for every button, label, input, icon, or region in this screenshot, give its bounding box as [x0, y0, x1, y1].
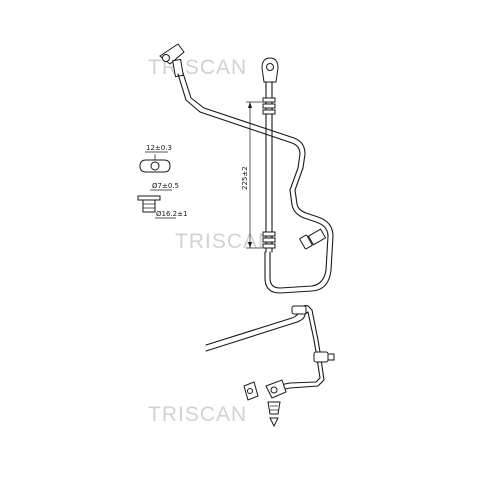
lower-service-valve [313, 351, 335, 363]
fitting-detail-front: 12±0.3 [139, 144, 172, 173]
upper-left-fitting [159, 43, 185, 78]
watermark-bottom: TRISCAN [148, 403, 247, 426]
lower-elbow-cap [291, 305, 307, 315]
watermark-middle: TRISCAN [175, 230, 274, 253]
upper-right-fitting [261, 57, 279, 83]
detail-upper-label: 12±0.3 [146, 144, 172, 152]
lower-left-fitting [243, 381, 259, 401]
length-dimension: 225±2 [241, 101, 262, 249]
detail-lower-label: Ø16.2±1 [156, 210, 187, 218]
upper-pipe-assembly: 225±2 [159, 43, 334, 294]
length-dimension-label: 225±2 [241, 166, 249, 190]
lower-end-fitting [265, 379, 287, 428]
service-valve [299, 228, 327, 250]
lower-pipe-assembly [205, 305, 335, 428]
fitting-detail-side: Ø7±0.5 Ø16.2±1 [137, 182, 187, 219]
upper-crimp-bands [262, 97, 276, 115]
detail-mid-label: Ø7±0.5 [152, 182, 179, 190]
lower-crimp-bands [262, 231, 276, 249]
